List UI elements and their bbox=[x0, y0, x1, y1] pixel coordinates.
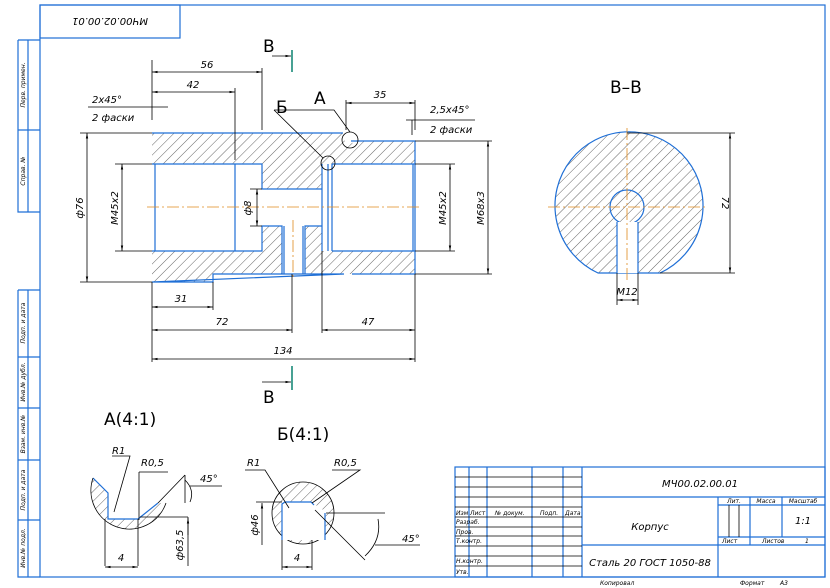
detail-b-view: Б(4:1) R1 R0,5 45° 4 ф46 bbox=[245, 425, 420, 570]
dim-m45-right: M45x2 bbox=[438, 191, 449, 225]
margin-label: Инв.№ подл. bbox=[20, 528, 27, 568]
role-label: Утв. bbox=[456, 569, 469, 576]
sheet-label: Лист bbox=[721, 538, 738, 545]
margin-label: Перв. примен. bbox=[20, 62, 27, 107]
designation: МЧ00.02.00.01 bbox=[662, 479, 738, 490]
detail-b-dia: ф46 bbox=[250, 514, 261, 535]
detail-a-angle: 45° bbox=[200, 474, 218, 485]
dim-72: 72 bbox=[216, 317, 229, 328]
section-b-b-view: В–В 72 M12 bbox=[548, 78, 735, 305]
detail-b-angle: 45° bbox=[402, 534, 420, 545]
dim-dia8: ф8 bbox=[243, 201, 254, 216]
header-sign: Подп. bbox=[540, 510, 558, 517]
dim-chamfer-left: 2x45° bbox=[92, 95, 122, 106]
mass-label: Масса bbox=[756, 498, 775, 505]
dim-47: 47 bbox=[362, 317, 375, 328]
detail-a-width: 4 bbox=[118, 553, 124, 564]
role-label: Н.контр. bbox=[456, 558, 483, 565]
detail-b-title: Б(4:1) bbox=[277, 425, 329, 445]
part-name: Корпус bbox=[631, 522, 669, 533]
scale-value: 1:1 bbox=[795, 516, 811, 527]
dim-m68: M68x3 bbox=[476, 191, 487, 225]
dim-chamfer-right: 2,5x45° bbox=[430, 105, 470, 116]
header-list: Лист bbox=[469, 510, 486, 517]
dim-m12: M12 bbox=[616, 287, 637, 298]
copied-label: Копировал bbox=[600, 580, 634, 587]
section-mark-bottom: В bbox=[263, 388, 275, 408]
margin-label: Инв.№ дубл. bbox=[20, 362, 27, 401]
dim-chamfer-left-note: 2 фаски bbox=[92, 113, 135, 124]
lit-label: Лит. bbox=[726, 498, 741, 505]
dim-31: 31 bbox=[175, 294, 188, 305]
section-title: В–В bbox=[610, 78, 642, 98]
role-label: Пров. bbox=[456, 529, 474, 536]
detail-a-r1: R1 bbox=[112, 446, 125, 457]
sheet-frame: МЧ00.02.00.01 bbox=[39, 4, 826, 578]
dim-56: 56 bbox=[201, 60, 214, 71]
dim-chamfer-right-note: 2 фаски bbox=[430, 125, 473, 136]
dim-35: 35 bbox=[374, 90, 387, 101]
material: Сталь 20 ГОСТ 1050-88 bbox=[589, 558, 711, 569]
margin-label: Справ. № bbox=[20, 156, 27, 185]
margin-label: Взам. инв.№ bbox=[20, 415, 27, 454]
sheets-value: 1 bbox=[805, 538, 809, 545]
callout-b: Б bbox=[276, 98, 288, 118]
dim-72: 72 bbox=[719, 197, 730, 210]
detail-a-dia: ф63,5 bbox=[175, 530, 186, 561]
header-doc: № докум. bbox=[494, 510, 525, 517]
role-label: Т.контр. bbox=[456, 538, 482, 545]
dim-dia76: ф76 bbox=[75, 197, 86, 218]
margin-strip: Перв. примен. Справ. № Подп. и дата Инв.… bbox=[17, 39, 40, 578]
detail-a-r05: R0,5 bbox=[141, 458, 164, 469]
margin-label: Подп. и дата bbox=[20, 302, 27, 343]
detail-b-width: 4 bbox=[294, 553, 300, 564]
detail-b-r1: R1 bbox=[247, 458, 260, 469]
header-date: Дата bbox=[564, 510, 581, 517]
dim-42: 42 bbox=[187, 80, 200, 91]
stamp-box bbox=[39, 4, 181, 39]
format-value: A3 bbox=[779, 580, 788, 587]
title-block: МЧ00.02.00.01 Корпус Сталь 20 ГОСТ 1050-… bbox=[454, 466, 826, 587]
detail-b-r05: R0,5 bbox=[334, 458, 357, 469]
role-label: Разраб. bbox=[456, 519, 480, 526]
scale-label: Масштаб bbox=[789, 498, 818, 505]
sheets-label: Листов bbox=[761, 538, 785, 545]
callout-a: А bbox=[314, 89, 326, 109]
detail-a-view: А(4:1) R1 R0,5 45° 4 ф63,5 bbox=[90, 410, 222, 569]
dim-134: 134 bbox=[273, 346, 292, 357]
main-section-view: 56 42 2x45° 2 фаски 35 2,5x45° 2 фаски ф… bbox=[75, 37, 492, 408]
format-label: Формат bbox=[740, 580, 765, 587]
margin-label: Подп. и дата bbox=[20, 469, 27, 510]
header-izm: Изм bbox=[456, 510, 469, 517]
section-mark-top: В bbox=[263, 37, 275, 57]
stamp-code: МЧ00.02.00.01 bbox=[72, 15, 148, 26]
dim-m45-left: M45x2 bbox=[110, 191, 121, 225]
detail-a-title: А(4:1) bbox=[104, 410, 156, 430]
